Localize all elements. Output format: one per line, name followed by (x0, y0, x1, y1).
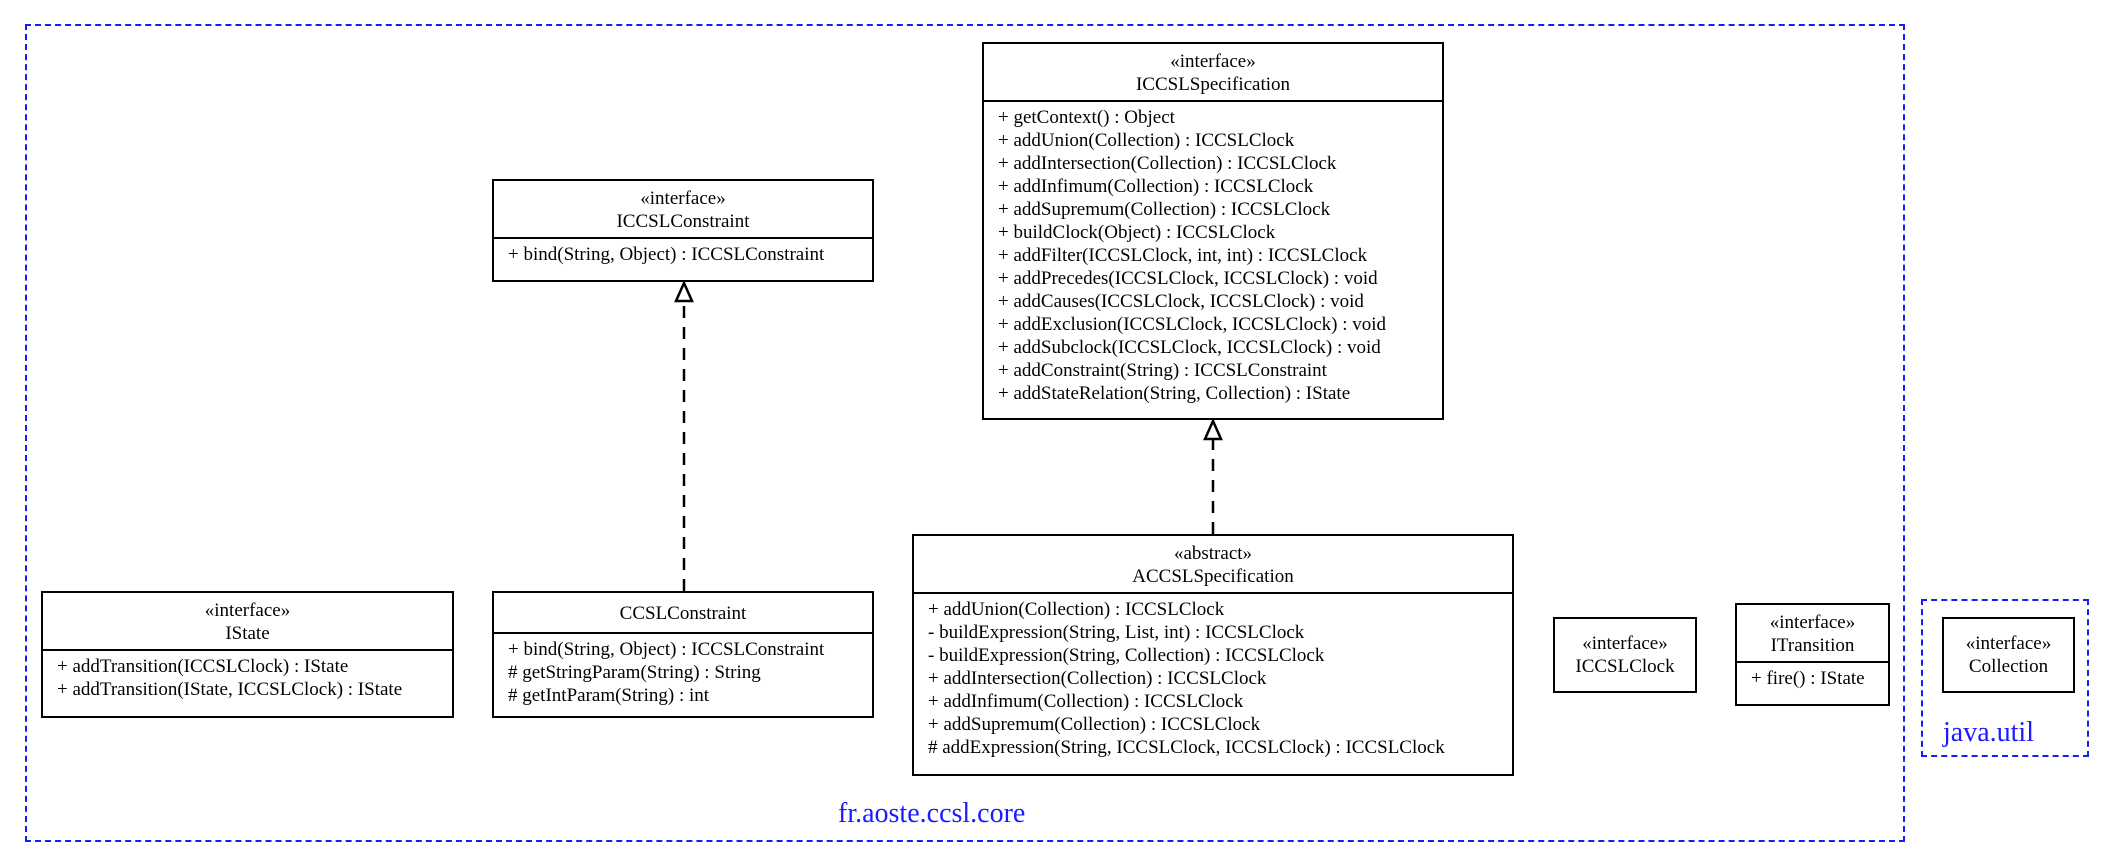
member: + buildClock(Object) : ICCSLClock (998, 222, 1276, 243)
member: + addUnion(Collection) : ICCSLClock (928, 599, 1225, 620)
class-header: CCSLConstraint (494, 593, 872, 632)
class-header: «interface» ICCSLSpecification (984, 44, 1442, 100)
stereotype-label: «interface» (1965, 633, 2052, 654)
stereotype-label: «interface» (204, 600, 291, 621)
member: + addIntersection(Collection) : ICCSLClo… (998, 153, 1337, 174)
member: + addExclusion(ICCSLClock, ICCSLClock) :… (998, 314, 1387, 335)
member-list: + bind(String, Object) : ICCSLConstraint (494, 237, 872, 272)
class-itransition[interactable]: «interface» ITransition + fire() : IStat… (1735, 603, 1890, 706)
class-header: «interface» Collection (1944, 619, 2073, 682)
member: + addPrecedes(ICCSLClock, ICCSLClock) : … (998, 268, 1378, 289)
class-iccsl-clock[interactable]: «interface» ICCSLClock (1553, 617, 1697, 693)
member: # getIntParam(String) : int (508, 685, 710, 706)
member: + addConstraint(String) : ICCSLConstrain… (998, 360, 1327, 381)
class-name: ICCSLConstraint (616, 211, 750, 232)
class-name: CCSLConstraint (619, 603, 747, 624)
member: + addSubclock(ICCSLClock, ICCSLClock) : … (998, 337, 1381, 358)
member: + addStateRelation(String, Collection) :… (998, 383, 1351, 404)
class-header: «interface» ICCSLClock (1555, 619, 1695, 682)
class-name: ICCSLSpecification (1135, 74, 1291, 95)
class-name: ITransition (1770, 635, 1855, 656)
class-name: Collection (1968, 656, 2049, 677)
class-ccsl-constraint[interactable]: CCSLConstraint + bind(String, Object) : … (492, 591, 874, 718)
realization-ccslconstraint-to-iccslconstraint (674, 279, 694, 591)
stereotype-label: «interface» (1769, 612, 1856, 633)
member: + bind(String, Object) : ICCSLConstraint (508, 244, 825, 265)
class-header: «interface» ICCSLConstraint (494, 181, 872, 237)
class-iccsl-constraint[interactable]: «interface» ICCSLConstraint + bind(Strin… (492, 179, 874, 282)
member: # addExpression(String, ICCSLClock, ICCS… (928, 737, 1445, 758)
class-header: «interface» ITransition (1737, 605, 1888, 661)
member-list: + fire() : IState (1737, 661, 1888, 696)
member: + addIntersection(Collection) : ICCSLClo… (928, 668, 1267, 689)
member: - buildExpression(String, List, int) : I… (928, 622, 1305, 643)
class-istate[interactable]: «interface» IState + addTransition(ICCSL… (41, 591, 454, 718)
class-collection[interactable]: «interface» Collection (1942, 617, 2075, 693)
member: + addInfimum(Collection) : ICCSLClock (928, 691, 1244, 712)
class-accsl-specification[interactable]: «abstract» ACCSLSpecification + addUnion… (912, 534, 1514, 776)
class-header: «abstract» ACCSLSpecification (914, 536, 1512, 592)
member: + fire() : IState (1751, 668, 1865, 689)
member-list: + addUnion(Collection) : ICCSLClock - bu… (914, 592, 1512, 765)
package-java-util (1921, 599, 2089, 757)
stereotype-label: «interface» (640, 188, 726, 209)
member: + addCauses(ICCSLClock, ICCSLClock) : vo… (998, 291, 1364, 312)
member: + addFilter(ICCSLClock, int, int) : ICCS… (998, 245, 1368, 266)
member-list: + getContext() : Object + addUnion(Colle… (984, 100, 1442, 411)
class-name: ACCSLSpecification (1132, 566, 1294, 587)
member: + getContext() : Object (998, 107, 1175, 128)
member: + addUnion(Collection) : ICCSLClock (998, 130, 1295, 151)
package-label-util: java.util (1943, 717, 2034, 748)
package-label-core: fr.aoste.ccsl.core (838, 798, 1026, 829)
stereotype-label: «interface» (1170, 51, 1256, 72)
member: - buildExpression(String, Collection) : … (928, 645, 1325, 666)
member: + addInfimum(Collection) : ICCSLClock (998, 176, 1314, 197)
stereotype-label: «abstract» (1173, 543, 1253, 564)
class-header: «interface» IState (43, 593, 452, 649)
member: + addTransition(IState, ICCSLClock) : IS… (57, 679, 403, 700)
member: + bind(String, Object) : ICCSLConstraint (508, 639, 825, 660)
member: + addSupremum(Collection) : ICCSLClock (998, 199, 1331, 220)
member-list: + addTransition(ICCSLClock) : IState + a… (43, 649, 452, 707)
stereotype-label: «interface» (1582, 633, 1668, 654)
package-fr-aoste-ccsl-core (25, 24, 1905, 842)
member-list: + bind(String, Object) : ICCSLConstraint… (494, 632, 872, 713)
member: + addTransition(ICCSLClock) : IState (57, 656, 349, 677)
member: # getStringParam(String) : String (508, 662, 761, 683)
class-name: IState (225, 623, 270, 644)
member: + addSupremum(Collection) : ICCSLClock (928, 714, 1261, 735)
realization-accslspecification-to-iccslspecification (1203, 417, 1223, 534)
class-name: ICCSLClock (1575, 656, 1675, 677)
